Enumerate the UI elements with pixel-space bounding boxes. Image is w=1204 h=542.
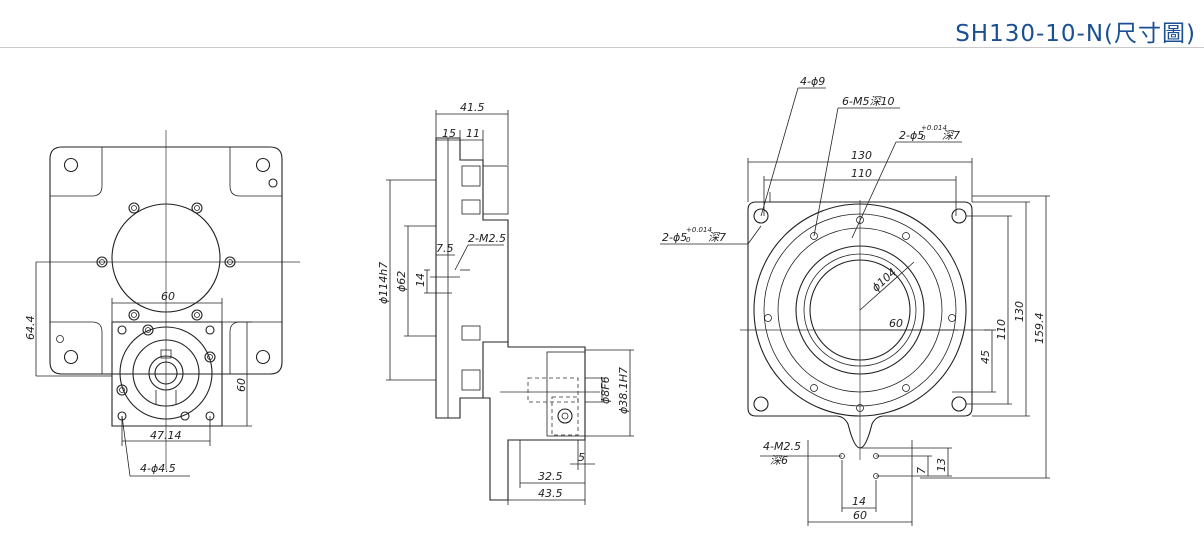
top-label-2-phi5-upper: 2-ϕ5 <box>899 129 924 142</box>
front-view: 60 64.4 60 47.14 4-ϕ4.5 <box>24 130 300 477</box>
side-dim-11: 11 <box>466 127 480 140</box>
top-view: 4-ϕ9 6-M5深10 2-ϕ5 +0.014 0 深7 2-ϕ5 +0.01… <box>660 75 1050 526</box>
top-label-2-phi5-left-deep: 深7 <box>708 231 726 244</box>
front-label-4-holes: 4-ϕ4.5 <box>140 462 176 475</box>
top-dim-130-width: 130 <box>851 149 872 162</box>
top-label-4-phi9: 4-ϕ9 <box>800 75 825 88</box>
top-dim-60-bottom: 60 <box>853 509 867 522</box>
front-dim-47-14: 47.14 <box>150 429 182 442</box>
side-dim-32-5: 32.5 <box>538 470 563 483</box>
side-view: 41.5 15 11 ϕ114h7 ϕ62 7.5 2-M2.5 14 ϕ8F6 <box>377 101 634 505</box>
top-label-2-phi5-upper-tol-lower: 0 <box>921 134 926 142</box>
side-dim-14: 14 <box>414 273 427 287</box>
front-dim-60-right: 60 <box>235 378 248 392</box>
top-dim-13: 13 <box>935 458 948 472</box>
side-dim-43-5: 43.5 <box>538 487 563 500</box>
side-dim-41-5: 41.5 <box>460 101 485 114</box>
top-dim-phi104: ϕ104 <box>869 266 899 295</box>
top-dim-110-width: 110 <box>851 167 872 180</box>
side-dim-5: 5 <box>578 451 585 464</box>
top-dim-14: 14 <box>852 495 866 508</box>
top-dim-7: 7 <box>915 467 928 474</box>
top-dim-45: 45 <box>979 350 992 364</box>
side-dim-62: ϕ62 <box>395 271 408 292</box>
top-dim-60-mid: 60 <box>889 317 903 330</box>
top-label-2-phi5-upper-tol: +0.014 <box>921 124 947 132</box>
top-dim-130-height: 130 <box>1013 301 1026 322</box>
side-dim-8f6: ϕ8F6 <box>599 376 612 404</box>
top-label-6-m5: 6-M5深10 <box>842 95 894 108</box>
side-dim-114h7: ϕ114h7 <box>377 262 390 304</box>
front-dim-60-top: 60 <box>161 290 175 303</box>
side-label-2-m2-5: 2-M2.5 <box>468 232 506 245</box>
drawing-title: SH130-10-N(尺寸圖) <box>955 21 1196 47</box>
top-label-2-phi5-upper-deep: 深7 <box>942 129 960 142</box>
top-label-2-phi5-left: 2-ϕ5 <box>662 231 687 244</box>
side-dim-15: 15 <box>442 127 456 140</box>
front-dim-64-4: 64.4 <box>24 316 37 341</box>
side-dim-38-1h7: ϕ38.1H7 <box>617 367 630 414</box>
top-label-2-phi5-left-tol: +0.014 <box>686 226 712 234</box>
side-dim-7-5: 7.5 <box>436 242 454 255</box>
top-dim-159-4: 159.4 <box>1033 313 1046 345</box>
top-dim-110-height: 110 <box>995 319 1008 340</box>
top-label-4-m2-5: 4-M2.5 <box>763 440 801 453</box>
title-divider <box>0 47 1204 48</box>
top-label-2-phi5-left-tol-lower: 0 <box>686 236 691 244</box>
top-label-deep-6: 深6 <box>770 454 788 467</box>
